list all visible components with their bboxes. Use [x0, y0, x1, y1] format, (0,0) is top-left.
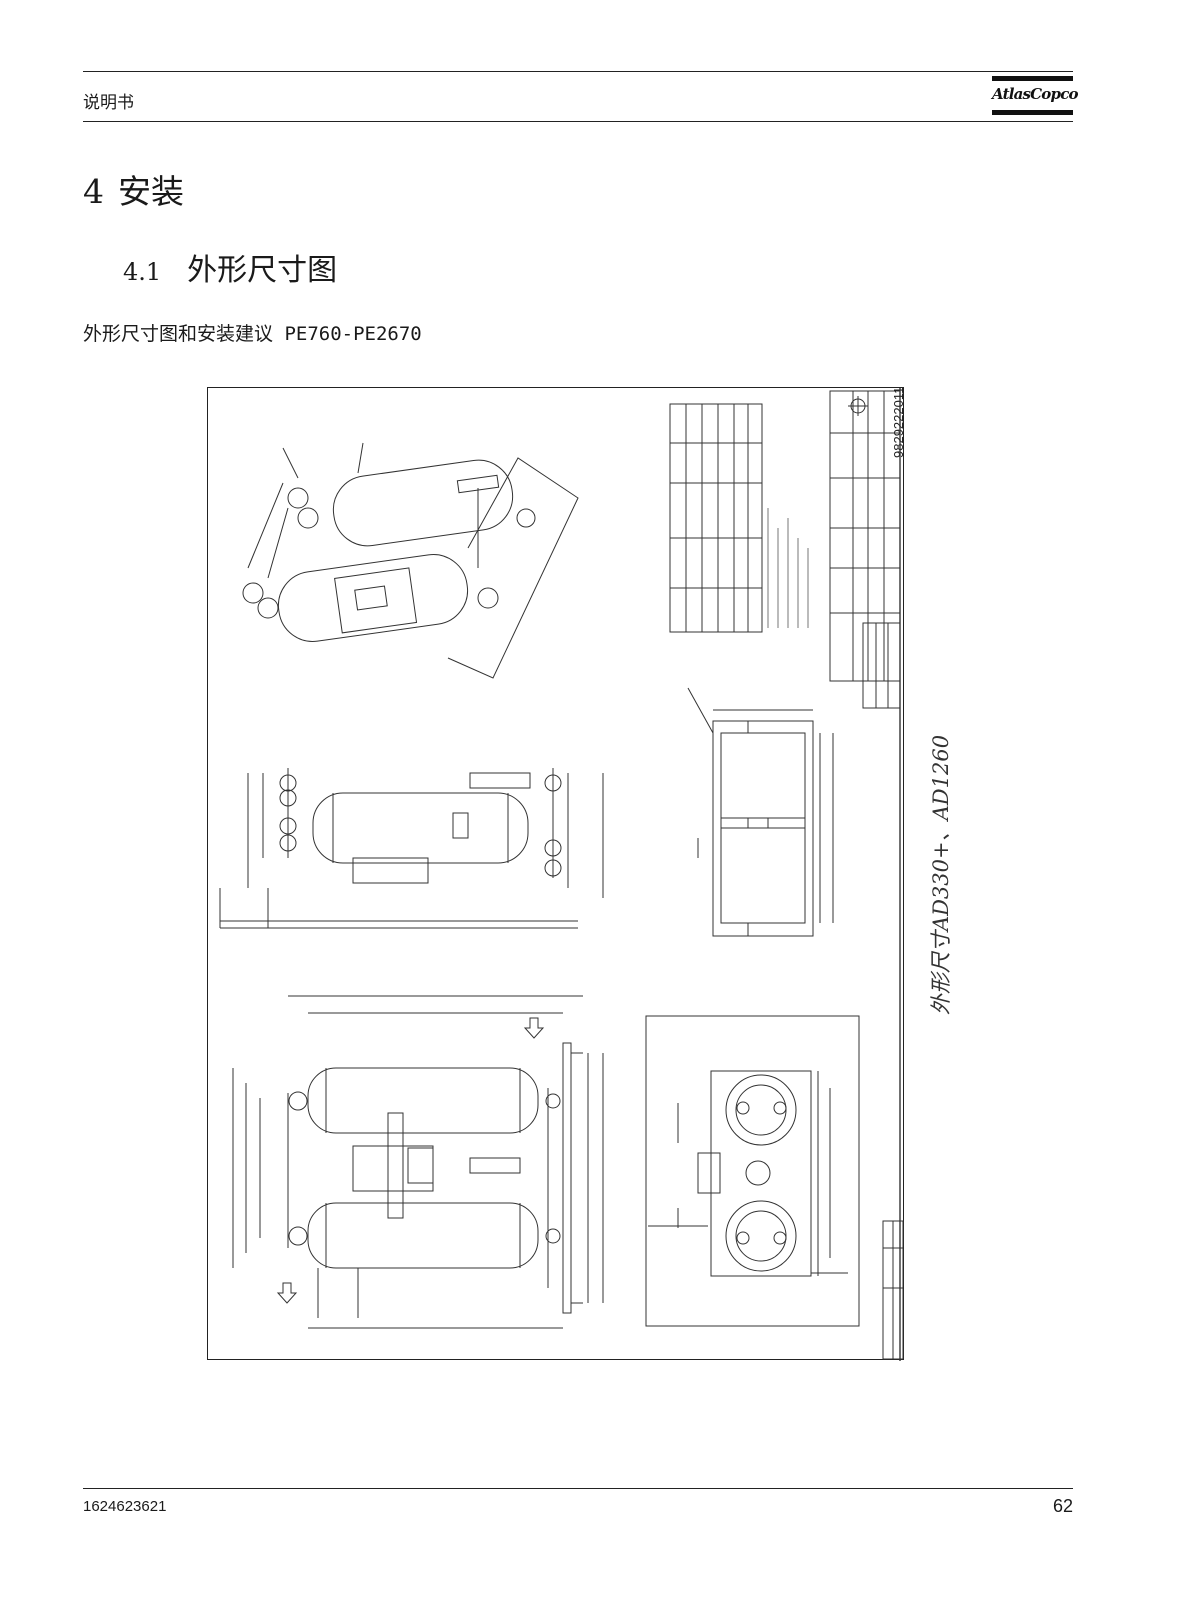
end-view-box [645, 1015, 860, 1327]
subsection-heading: 4.1 外形尺寸图 [123, 245, 337, 289]
logo-text: AtlasCopco [992, 85, 1079, 103]
drawing-number: 9829222011 [891, 388, 905, 458]
header-rule-top [83, 71, 1073, 72]
title-block [829, 390, 901, 709]
footer-doc-number: 1624623621 [83, 1498, 167, 1515]
top-plan-view [687, 687, 834, 937]
revision-block [882, 1220, 904, 1360]
footer-page-number: 62 [1052, 1496, 1073, 1516]
drawing-graphics: 9829222011 [219, 388, 905, 1361]
footer-rule [83, 1488, 1073, 1489]
isometric-view [242, 442, 579, 679]
header-rule-bottom [83, 121, 1073, 122]
subsection-number: 4.1 [123, 258, 162, 286]
header-title: 说明书 [83, 93, 134, 113]
front-view-two-vessels [232, 995, 604, 1329]
figure-caption: 外形尺寸图和安装建议 PE760-PE2670 [83, 323, 422, 345]
connection-table [669, 403, 763, 633]
front-elevation-view [219, 768, 604, 929]
atlas-copco-logo: AtlasCopco [992, 76, 1079, 118]
subsection-title: 外形尺寸图 [187, 253, 338, 288]
section-number: 4 [83, 172, 104, 211]
drawing-side-caption: 外形尺寸AD330+、AD1260 [929, 734, 953, 1016]
notes-text-lines [767, 508, 809, 628]
section-title: 安装 [118, 172, 184, 211]
dimension-drawing: 9829222011 [207, 387, 905, 1361]
section-heading: 4 安装 [83, 165, 184, 213]
